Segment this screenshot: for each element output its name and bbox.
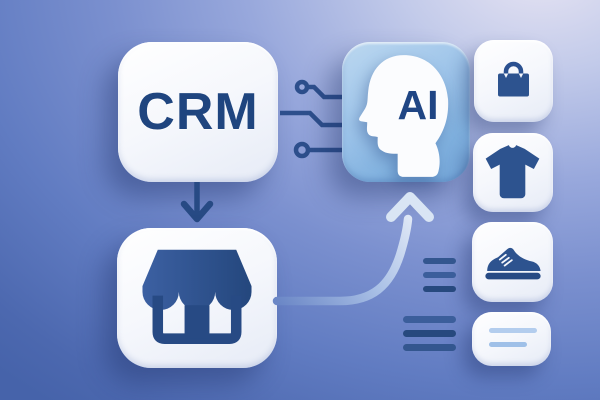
down-arrow-icon	[180, 182, 214, 223]
dash-icon	[403, 344, 456, 351]
tshirt-icon	[485, 145, 540, 199]
tshirt-card	[473, 133, 553, 212]
dash-group-small	[423, 258, 456, 292]
dash-icon	[423, 286, 456, 292]
sneaker-card	[472, 222, 553, 302]
storefront-card	[117, 228, 277, 368]
dash-icon	[423, 258, 456, 264]
dash-icon	[423, 272, 456, 278]
ai-label: AI	[397, 82, 439, 128]
dash-icon	[403, 330, 456, 337]
crm-label: CRM	[137, 83, 259, 141]
shopping-bag-icon	[498, 61, 529, 97]
storefront-icon	[142, 249, 252, 344]
sneaker-icon	[485, 247, 541, 280]
crm-card: CRM	[118, 42, 278, 182]
circuit-traces-icon	[280, 79, 346, 159]
dash-icon	[403, 316, 456, 323]
text-lines-card	[472, 312, 551, 366]
head-profile-icon	[359, 55, 449, 177]
text-line-icon	[489, 342, 527, 347]
text-line-icon	[489, 328, 537, 333]
dash-group-large	[403, 316, 456, 351]
ai-card: AI	[342, 42, 470, 182]
shopping-bag-card	[474, 40, 553, 122]
curved-up-arrow-icon	[272, 192, 434, 306]
